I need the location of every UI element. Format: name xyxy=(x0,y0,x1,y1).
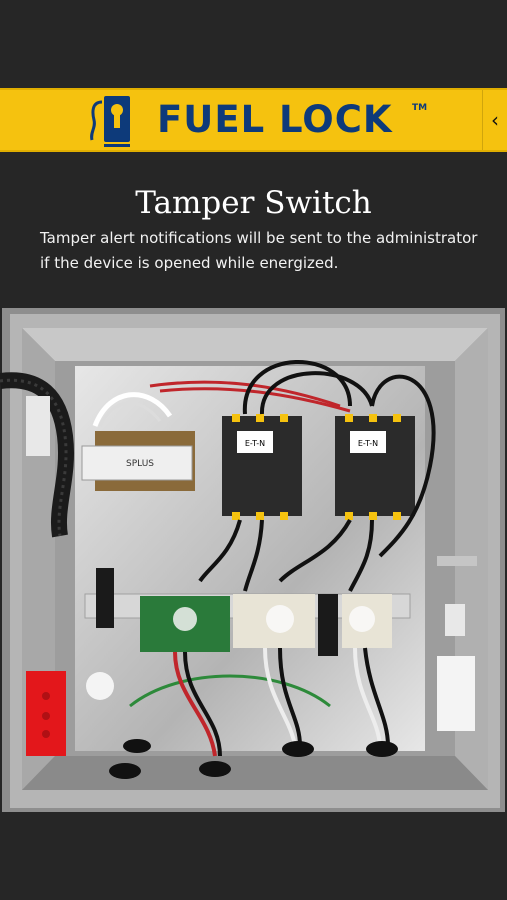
brand-name: FUEL LOCK xyxy=(157,98,393,141)
chevron-left-icon: ‹ xyxy=(491,108,499,132)
header-banner: FUEL LOCK TM ‹ xyxy=(0,88,507,152)
tamper-switch-enclosure-photo: SPLUS E-T-N E-T-N xyxy=(0,308,505,812)
page-title: Tamper Switch xyxy=(135,185,372,221)
fuel-lock-logo xyxy=(90,96,130,147)
transformer-label: SPLUS xyxy=(126,459,154,469)
contactor-label-1: E-T-N xyxy=(245,439,265,448)
trademark-mark: TM xyxy=(412,103,428,113)
contactor-label-2: E-T-N xyxy=(358,439,378,448)
page-description: Tamper alert notifications will be sent … xyxy=(40,229,478,272)
back-button[interactable]: ‹ xyxy=(482,90,507,150)
